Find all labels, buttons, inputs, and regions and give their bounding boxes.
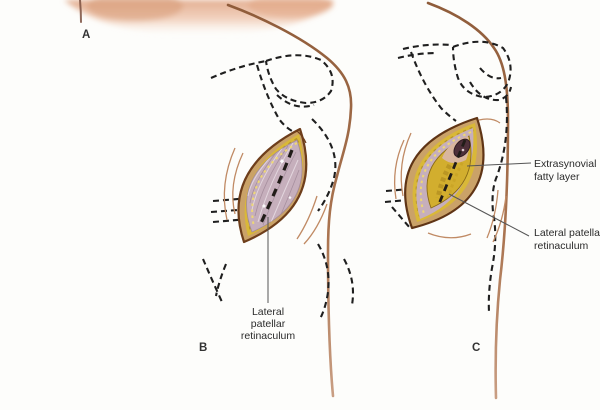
leader-line-retinaculum-c (448, 193, 530, 237)
label-line: fatty layer (534, 171, 580, 183)
label-retinaculum-b: Lateral patellar retinaculum (241, 306, 296, 342)
leader-line-fatty-layer (466, 162, 532, 167)
label-line: patellar (251, 318, 286, 330)
skin-tension-line (303, 203, 328, 245)
skin-fold-line (79, 0, 82, 23)
condyle-dashed (276, 94, 315, 108)
skin-tension-line (427, 232, 472, 239)
skin-tension-line (223, 147, 236, 221)
patella-dashed-outline (451, 40, 512, 99)
skin-tension-line (232, 152, 244, 215)
skin-shadow-right (248, 0, 332, 18)
thigh-leg-outline (426, 1, 510, 400)
retinacular-fiber-dash-3 (391, 206, 411, 229)
femur-shaft-dashed (402, 43, 452, 51)
skin-shadow-left (87, 0, 183, 21)
incision-c (404, 116, 485, 230)
panel-c: Extrasynovial fatty layer Lateral patell… (384, 1, 600, 400)
fibula-dash-right (214, 263, 227, 297)
condyle-dashed (469, 81, 513, 102)
thigh-leg-outline (226, 3, 353, 398)
fat-dot-border (251, 142, 298, 228)
incision-tip-fold (296, 130, 307, 144)
label-fatty-layer: Extrasynovial fatty layer (534, 158, 596, 183)
incision-b (237, 127, 308, 244)
fibula-dash-left (202, 258, 223, 303)
femur-shaft-dashed (210, 59, 267, 79)
condyle-inner-dashed (479, 67, 502, 80)
highlight-sparkle (279, 159, 285, 164)
label-line: Lateral patellar (534, 227, 600, 239)
panel-a-letter: A (82, 29, 90, 41)
fibula-head-dashed (343, 258, 355, 306)
fat-dot-border (419, 131, 472, 215)
skin-tension-line (492, 195, 507, 243)
skin-tension-lines (393, 118, 507, 243)
label-retinaculum-c: Lateral patellar retinaculum (534, 227, 600, 252)
highlight-dot (461, 148, 465, 152)
retinacular-fiber-dash-2 (384, 197, 420, 204)
skin-tension-line (296, 195, 318, 240)
lateral-condyle-tibia-dashed (487, 96, 508, 313)
fat-lobule-texture (435, 146, 470, 203)
femur-medial-edge-dashed (255, 64, 293, 132)
panel-a: A (64, 0, 333, 41)
femur-medial-edge-dashed (410, 51, 457, 122)
deep-joint-opening (453, 138, 471, 158)
skin-tension-line (400, 132, 412, 197)
label-line: Lateral (252, 306, 284, 318)
panel-b: Lateral patellar retinaculum B (199, 3, 355, 398)
highlight-sparkle (288, 196, 292, 200)
retinacular-fiber-dash-1 (385, 186, 422, 193)
planned-incision-dashed-line (259, 149, 294, 224)
torso-skin-fragment (64, 0, 333, 35)
label-line: retinaculum (241, 330, 296, 342)
skin-tension-line (486, 189, 499, 239)
lateral-patellar-retinaculum-tissue (246, 139, 303, 233)
panel-b-letter: B (199, 342, 207, 354)
skin-tension-line (393, 139, 405, 200)
lateral-condyle-dashed (311, 118, 337, 212)
label-line: retinaculum (534, 240, 589, 252)
femur-shaft-dashed-2 (397, 51, 437, 60)
label-line: Extrasynovial (534, 158, 596, 170)
bone-outlines (384, 40, 513, 313)
bone-outlines (202, 54, 355, 320)
patella-dashed-outline (264, 54, 334, 105)
skin-tension-lines (223, 147, 328, 245)
planned-incision-dashed-line (437, 139, 467, 205)
tibia-dashed (317, 243, 330, 320)
highlight-sparkle (262, 204, 266, 208)
skin-tension-line (478, 118, 501, 124)
panel-c-letter: C (472, 342, 480, 354)
